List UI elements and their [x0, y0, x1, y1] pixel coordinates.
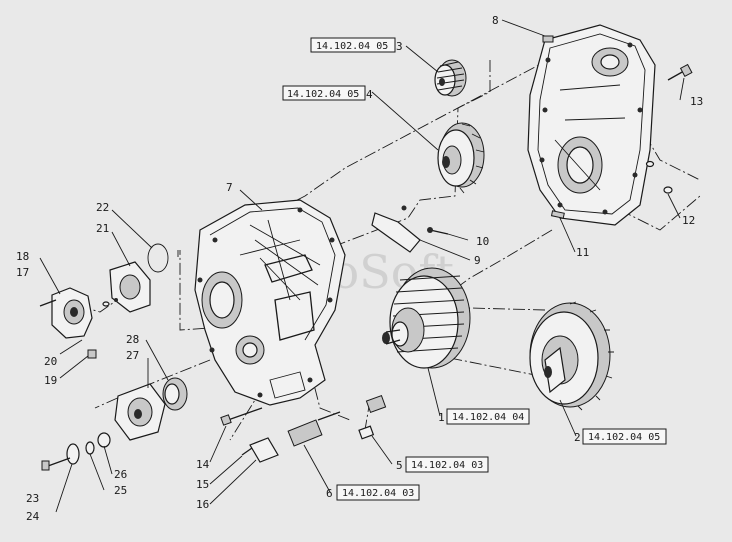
- callout-17: 17: [16, 266, 29, 279]
- callout-23: 23: [26, 492, 39, 505]
- svg-text:1: 1: [438, 411, 445, 424]
- svg-text:14.102.04 03: 14.102.04 03: [411, 460, 483, 471]
- part-26-washer: [97, 432, 111, 448]
- callout-16: 16: [196, 498, 209, 511]
- leader-lines: [39, 19, 685, 513]
- callout-26: 26: [114, 468, 127, 481]
- part-6-shaft: [287, 411, 341, 447]
- callout-6: 6 14.102.04 03: [326, 484, 420, 501]
- part-14-long-bolt: [220, 407, 263, 426]
- callout-1: 1 14.102.04 04: [438, 408, 530, 425]
- part-3-small-gear: [434, 59, 467, 97]
- part-10-bolt-2: [401, 205, 407, 211]
- part-10-bolt: [427, 227, 449, 235]
- callout-24: 24: [26, 510, 40, 523]
- svg-text:4: 4: [366, 88, 373, 101]
- callout-28: 28: [126, 333, 139, 346]
- part-27-yoke: [114, 383, 166, 441]
- svg-text:14.102.04 03: 14.102.04 03: [342, 488, 414, 499]
- callout-7: 7: [226, 181, 233, 194]
- callouts: 14.102.04 05 3 14.102.04 05 4 1 14.102.0…: [16, 14, 703, 523]
- callout-13: 13: [690, 95, 703, 108]
- part-19-plug: [87, 349, 97, 359]
- washer: [102, 301, 110, 307]
- part-13-bolt: [667, 63, 693, 81]
- part-1-clutch-assembly: [382, 267, 471, 369]
- callout-10: 10: [476, 235, 489, 248]
- svg-text:2: 2: [574, 431, 581, 444]
- part-25-ring: [85, 441, 95, 455]
- callout-9: 9: [474, 254, 481, 267]
- part-23-bolt: [41, 457, 71, 471]
- part-11-dowel-pin: [550, 210, 565, 219]
- callout-14: 14: [196, 458, 210, 471]
- part-22-o-ring: [147, 243, 169, 273]
- part-8-rear-housing: [527, 24, 656, 226]
- callout-19: 19: [44, 374, 57, 387]
- washer-2: [114, 298, 118, 302]
- part-17-bolt: [39, 299, 57, 307]
- callout-22: 22: [96, 201, 109, 214]
- callout-21: 21: [96, 222, 109, 235]
- part-12-o-ring-2: [645, 160, 655, 168]
- callout-3: 14.102.04 05 3: [310, 37, 403, 53]
- part-2-output-gear: [529, 301, 614, 411]
- callout-2: 2 14.102.04 05: [574, 428, 667, 445]
- svg-text:14.102.04 04: 14.102.04 04: [452, 412, 524, 423]
- svg-text:14.102.04 05: 14.102.04 05: [316, 41, 388, 52]
- part-24-washer: [66, 443, 80, 465]
- svg-text:3: 3: [396, 40, 403, 53]
- callout-12: 12: [682, 214, 695, 227]
- svg-text:14.102.04 05: 14.102.04 05: [287, 89, 359, 100]
- part-9-gasket: [371, 212, 421, 253]
- callout-11: 11: [576, 246, 589, 259]
- callout-20: 20: [44, 355, 57, 368]
- svg-text:6: 6: [326, 487, 333, 500]
- part-15-screw: [241, 447, 253, 456]
- callout-18: 18: [16, 250, 29, 263]
- callout-27: 27: [126, 349, 139, 362]
- callout-4: 14.102.04 05 4: [282, 85, 373, 101]
- part-28-seal: [162, 377, 188, 411]
- part-18-pump-cover: [51, 287, 93, 339]
- part-5-sensor: [358, 394, 387, 440]
- part-21-plate: [109, 261, 151, 313]
- svg-text:5: 5: [396, 459, 403, 472]
- callout-15: 15: [196, 478, 209, 491]
- part-12-o-ring: [663, 186, 673, 194]
- part-16-cover: [249, 437, 279, 463]
- callout-25: 25: [114, 484, 127, 497]
- part-4-gear: [437, 122, 485, 194]
- svg-text:14.102.04 05: 14.102.04 05: [588, 432, 660, 443]
- callout-5: 5 14.102.04 03: [396, 456, 489, 473]
- callout-8: 8: [492, 14, 499, 27]
- part-7-main-housing: [194, 199, 346, 406]
